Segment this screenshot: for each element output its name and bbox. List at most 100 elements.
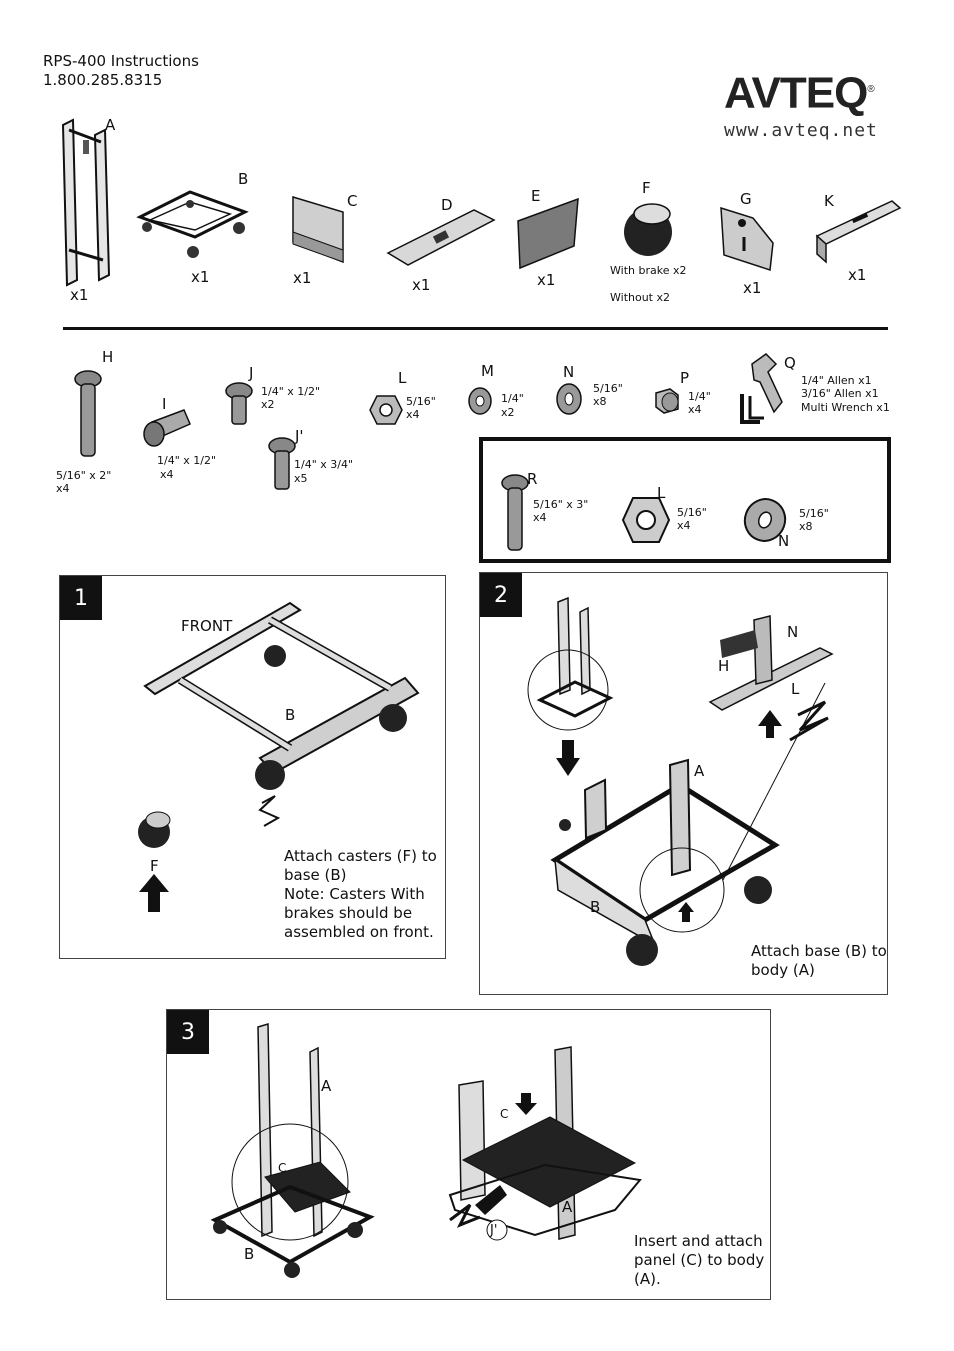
part-a-label: A [105, 116, 116, 134]
step-2-n-label: N [787, 623, 799, 641]
brand-url: www.avteq.net [724, 119, 878, 141]
part-g-qty: x1 [743, 279, 762, 297]
section-divider [63, 327, 888, 330]
hardware-l-nut-icon [369, 395, 403, 425]
hardware-h-size: 5/16" x 2" [56, 469, 112, 482]
hardware-m-qty: x2 [501, 406, 515, 419]
part-c-qty: x1 [293, 269, 312, 287]
document-title: RPS-400 Instructions [43, 52, 199, 70]
step-1-caption: Attach casters (F) to base (B) Note: Cas… [284, 847, 437, 941]
step-3-c-label: C [278, 1161, 287, 1175]
part-k-qty: x1 [848, 266, 867, 284]
hardware-j-prime-screw-icon [268, 437, 296, 490]
brand-logo: AVTEQ® www.avteq.net [724, 68, 904, 141]
part-k-arm-icon [815, 200, 902, 264]
step-3-a-label: A [321, 1077, 332, 1095]
hardware-p-cap-nut-icon [655, 388, 679, 414]
part-e-shelf-icon [517, 197, 579, 270]
part-a-qty: x1 [70, 286, 89, 304]
step-1-panel [59, 575, 446, 959]
step-2-assembly-illustration [527, 596, 834, 966]
step-2-h-label: H [718, 657, 730, 675]
part-c-panel-icon [292, 195, 344, 264]
box-r-size: 5/16" x 3" [533, 498, 589, 511]
box-r-label: R [527, 470, 538, 488]
part-d-plate-icon [386, 209, 496, 266]
hardware-i-qty: x4 [160, 468, 174, 481]
step-1-front-label: FRONT [181, 617, 233, 635]
part-f-note-without: Without x2 [610, 291, 670, 304]
step-2-l-label: L [791, 680, 800, 698]
part-b-qty: x1 [191, 268, 210, 286]
box-r-qty: x4 [533, 511, 547, 524]
part-b-label: B [238, 170, 249, 188]
hardware-q-allen-three-sixteenth: 3/16" Allen x1 [801, 387, 879, 400]
hardware-j-label: J [249, 364, 254, 382]
step-1-up-arrow-icon [139, 874, 169, 912]
hardware-i-size: 1/4" x 1/2" [157, 454, 217, 467]
hardware-j-qty: x2 [261, 398, 275, 411]
step-1-caster-icon [138, 811, 171, 848]
part-d-label: D [441, 196, 453, 214]
step-3-detail-c-label: C [500, 1107, 509, 1121]
step-2-b-label: B [590, 898, 601, 916]
part-g-label: G [740, 190, 752, 208]
hardware-m-label: M [481, 362, 494, 380]
hardware-l-qty: x4 [406, 408, 420, 421]
step-3-cart-illustration [210, 1022, 375, 1278]
hardware-j-prime-label: J' [295, 427, 304, 445]
step-1-b-label: B [285, 706, 296, 724]
hardware-m-size: 1/4" [501, 392, 524, 405]
hardware-q-allen-quarter: 1/4" Allen x1 [801, 374, 872, 387]
hardware-l-size: 5/16" [406, 395, 436, 408]
phone-number: 1.800.285.8315 [43, 71, 163, 89]
part-f-caster-icon [624, 203, 672, 256]
part-e-label: E [531, 187, 541, 205]
hardware-j-prime-qty: x5 [294, 472, 308, 485]
hardware-h-bolt-icon [74, 370, 102, 457]
hardware-q-multi-wrench: Multi Wrench x1 [801, 401, 890, 414]
step-3-detail-illustration [448, 1046, 642, 1241]
box-l-nut-icon [621, 497, 671, 543]
box-n-size: 5/16" [799, 507, 829, 520]
step-3-caption: Insert and attach panel (C) to body (A). [634, 1232, 765, 1288]
step-2-caption: Attach base (B) to body (A) [751, 942, 887, 979]
hardware-n-size: 5/16" [593, 382, 623, 395]
box-l-label: L [657, 484, 666, 502]
hardware-p-size: 1/4" [688, 390, 711, 403]
hardware-h-label: H [102, 348, 114, 366]
part-b-base-icon [136, 190, 249, 258]
hardware-q-label: Q [784, 354, 796, 372]
step-1-base-illustration [143, 601, 420, 827]
hardware-h-qty: x4 [56, 482, 70, 495]
box-l-size: 5/16" [677, 506, 707, 519]
document-header: RPS-400 Instructions 1.800.285.8315 [43, 52, 199, 90]
box-n-qty: x8 [799, 520, 813, 533]
part-a-frame-icon [61, 118, 111, 287]
part-g-bracket-icon [720, 206, 774, 271]
box-n-washer-icon [743, 498, 787, 542]
box-n-label: N [778, 532, 790, 550]
step-3-detail-a-label: A [562, 1198, 573, 1216]
step-1-number: 1 [60, 576, 102, 620]
hardware-n-washer-icon [556, 383, 582, 415]
hardware-m-washer-icon [468, 387, 492, 415]
hardware-i-label: I [162, 395, 167, 413]
step-2-number: 2 [480, 573, 522, 617]
brand-name: AVTEQ [724, 68, 868, 118]
hardware-j-prime-size: 1/4" x 3/4" [294, 458, 354, 471]
hardware-n-qty: x8 [593, 395, 607, 408]
part-k-label: K [824, 192, 834, 210]
step-2-a-label: A [694, 762, 705, 780]
hardware-p-label: P [680, 369, 690, 387]
additional-hardware-box [479, 437, 891, 563]
step-3-b-label: B [244, 1245, 255, 1263]
hardware-i-screw-icon [143, 409, 191, 447]
step-3-j-prime-label: J' [490, 1223, 498, 1238]
hardware-l-label: L [398, 369, 407, 387]
step-3-number: 3 [167, 1010, 209, 1054]
hardware-j-size: 1/4" x 1/2" [261, 385, 321, 398]
hardware-j-screw-icon [225, 382, 253, 425]
hardware-r-bolt-icon [501, 474, 529, 551]
box-l-qty: x4 [677, 519, 691, 532]
